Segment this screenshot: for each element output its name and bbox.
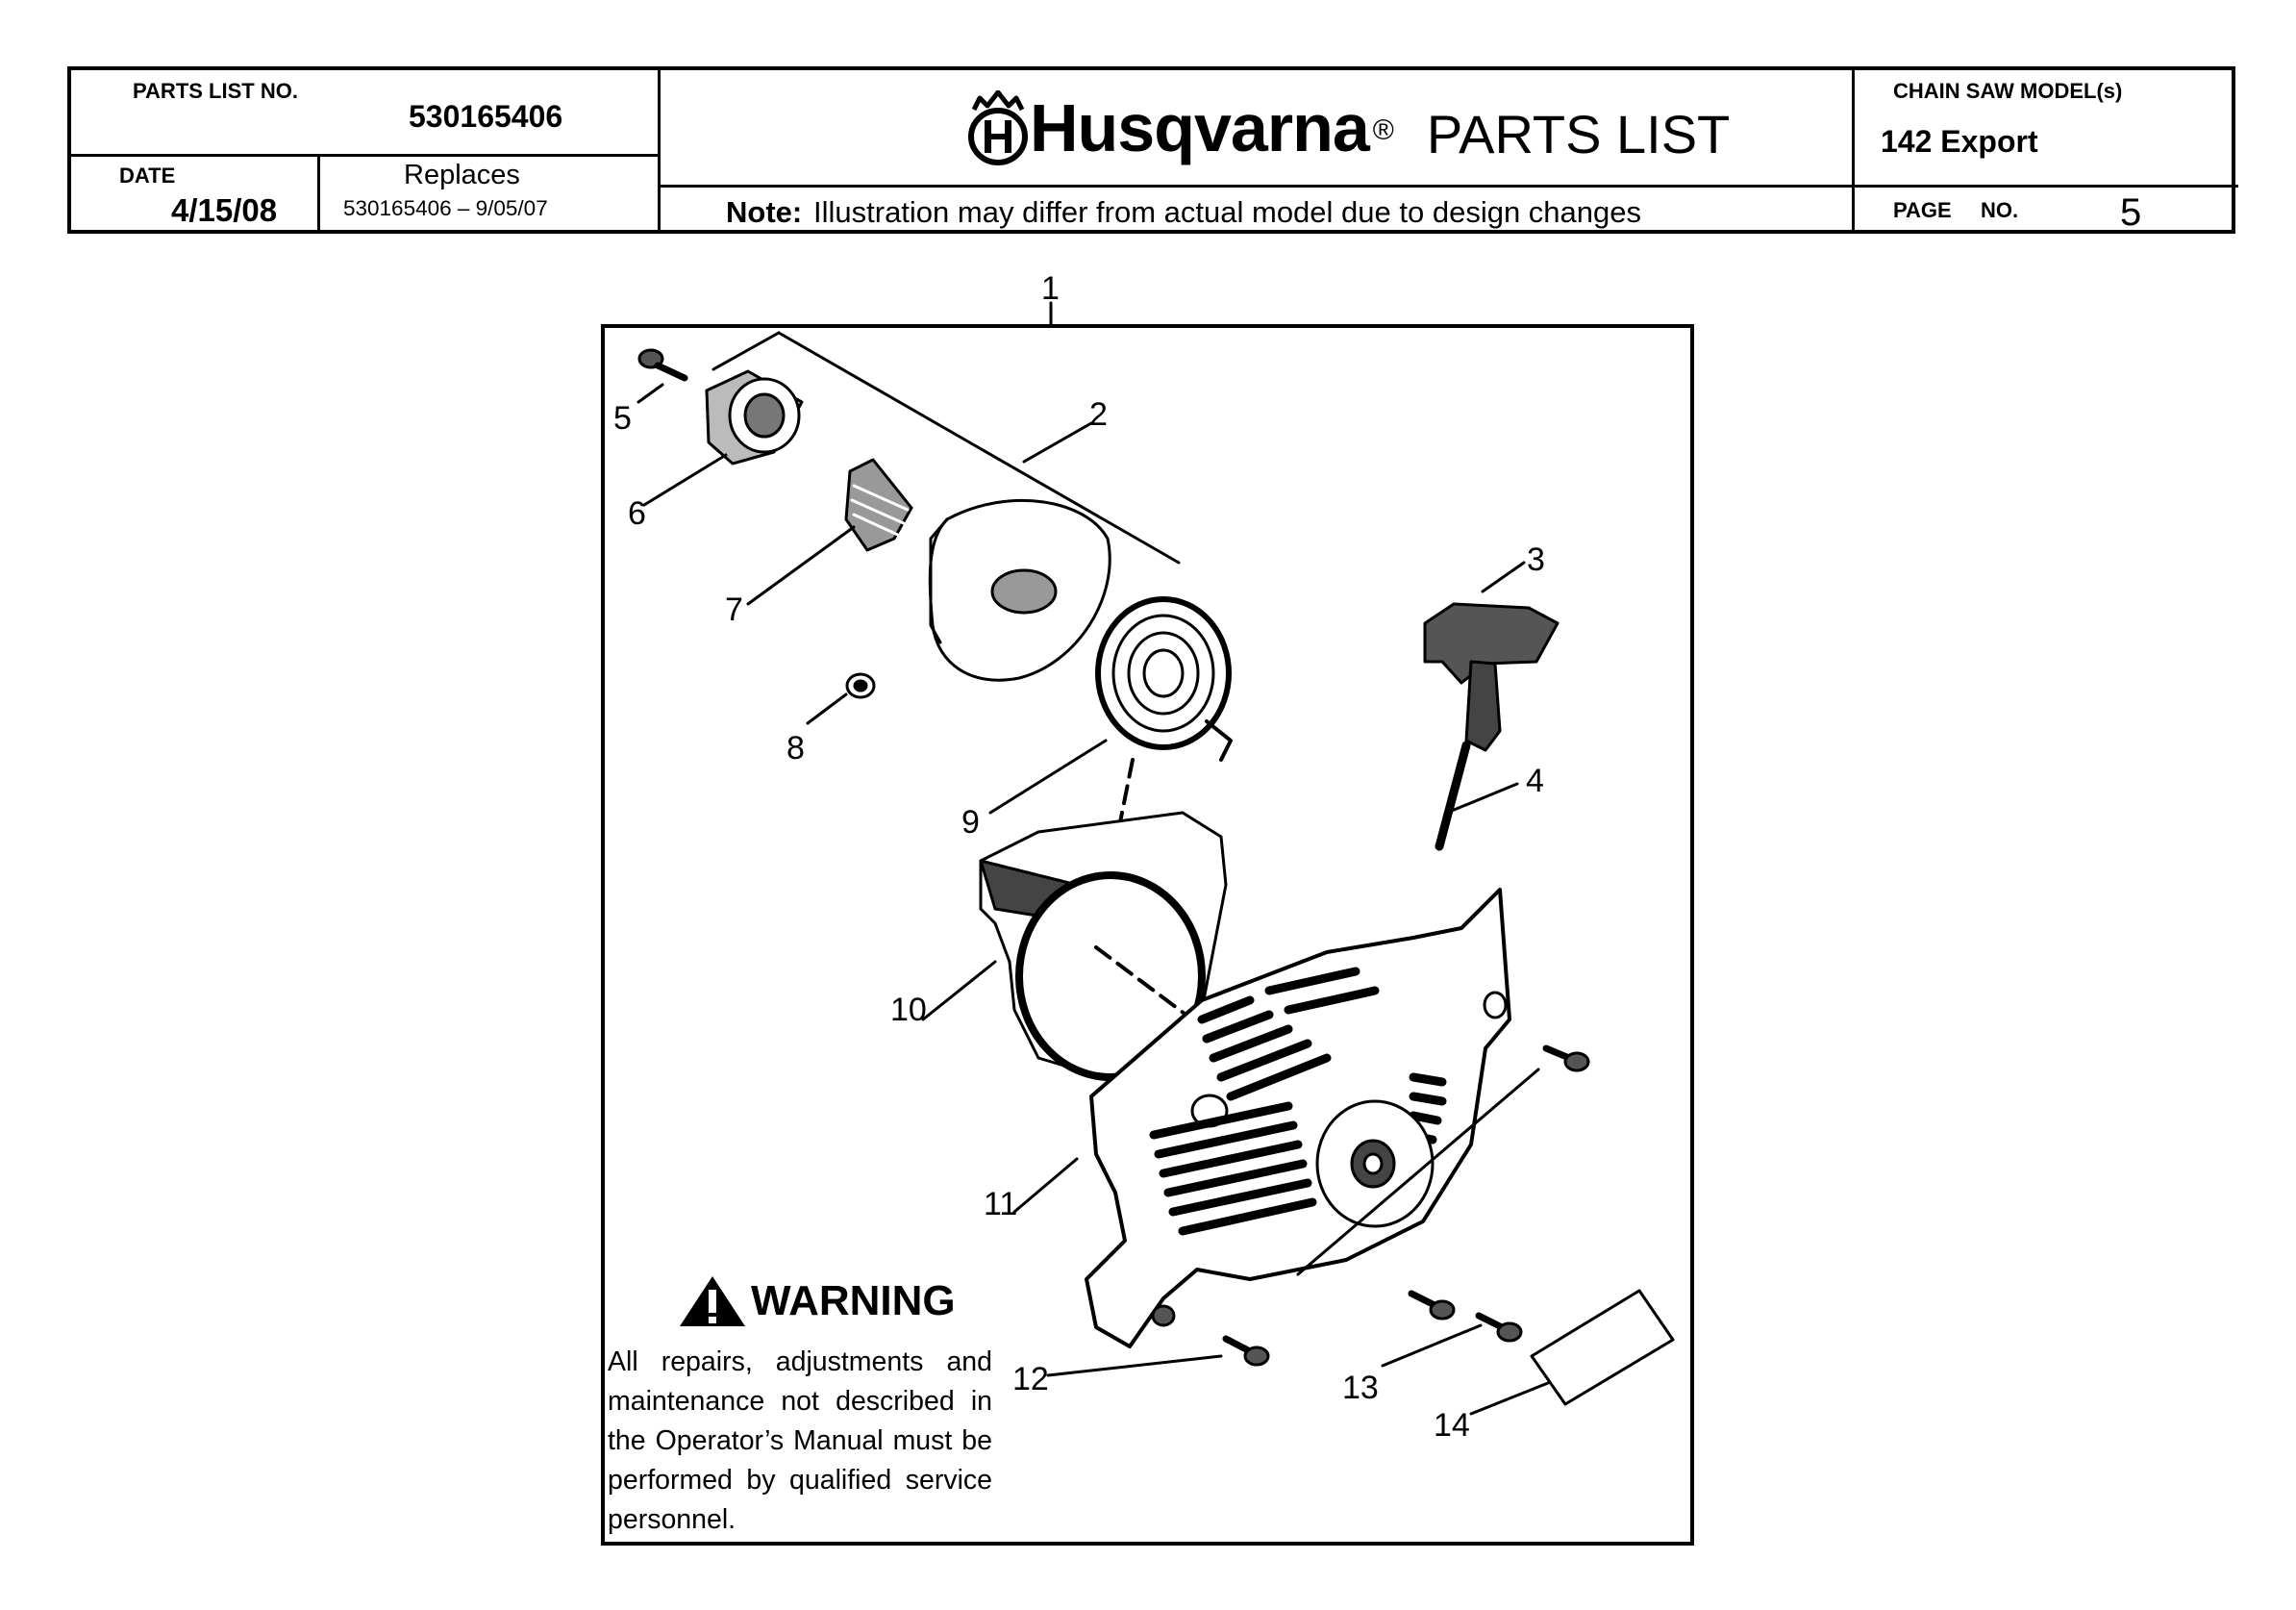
divider-right	[1852, 70, 1855, 230]
callout-11: 11	[984, 1186, 1018, 1222]
warning-text: All repairs, adjustments and maintenance…	[608, 1346, 992, 1535]
warning-title: WARNING	[751, 1277, 956, 1324]
callout-13: 13	[1342, 1370, 1379, 1406]
warning-triangle-icon	[680, 1276, 745, 1326]
divider-row-left	[71, 154, 660, 157]
replaces-value: 530165406 – 9/05/07	[343, 196, 548, 220]
page-number: 5	[2120, 191, 2142, 234]
page-no-label: NO.	[1981, 198, 2019, 222]
brand-block: Husqvarna ® PARTS LIST	[966, 89, 1730, 165]
leader-1	[711, 301, 1181, 565]
callout-10: 10	[890, 992, 927, 1028]
date-value: 4/15/08	[171, 192, 278, 228]
part-14-decal	[1469, 1289, 1675, 1416]
document-title: PARTS LIST	[1426, 104, 1731, 164]
brand-name: Husqvarna	[1030, 89, 1370, 165]
divider-date	[317, 157, 320, 230]
callout-3: 3	[1527, 541, 1545, 578]
note-label: Note:	[726, 195, 803, 229]
registered-mark: ®	[1372, 113, 1394, 146]
callout-7: 7	[725, 591, 743, 628]
callout-12: 12	[1012, 1361, 1049, 1397]
cover-vent-slots	[1149, 967, 1447, 1236]
page-label: PAGE	[1893, 198, 1952, 222]
part-5-screw	[636, 348, 688, 404]
part-2-plate	[928, 421, 1111, 682]
callout-1: 1	[1041, 270, 1060, 307]
part-11-starter-cover	[1012, 888, 1511, 1348]
divider-row-mid	[658, 185, 2238, 188]
callout-4: 4	[1526, 763, 1544, 799]
parts-list-no: 530165406	[409, 99, 563, 134]
part-7-spring	[746, 458, 913, 606]
part-3-handle	[1423, 561, 1560, 752]
parts-list-no-label: PARTS LIST NO.	[133, 79, 298, 103]
header-table	[67, 66, 2238, 234]
callout-5: 5	[613, 400, 632, 437]
callout-14: 14	[1434, 1407, 1470, 1444]
replaces-label: Replaces	[404, 160, 520, 190]
callout-9: 9	[961, 804, 980, 841]
callout-2: 2	[1089, 396, 1108, 433]
note-text: Illustration may differ from actual mode…	[813, 195, 1642, 229]
part-13-screws	[1296, 1044, 1590, 1368]
model-value: 142 Export	[1881, 124, 2038, 159]
part-12-screw	[1046, 1335, 1270, 1377]
date-label: DATE	[119, 164, 176, 188]
husqvarna-crown-h-logo	[968, 89, 1028, 165]
part-6-pulley	[642, 369, 804, 507]
warning-heading: WARNING	[678, 1274, 956, 1328]
part-8-washer	[806, 672, 876, 725]
illustration-frame	[601, 324, 1694, 1546]
model-label: CHAIN SAW MODEL(s)	[1893, 79, 2123, 103]
part-10-guide	[921, 811, 1228, 1081]
divider-left	[658, 70, 661, 230]
callout-6: 6	[628, 495, 646, 532]
callout-8: 8	[786, 730, 805, 767]
part-9-recoil-spring	[988, 596, 1233, 824]
part-4-rope	[1435, 741, 1519, 851]
